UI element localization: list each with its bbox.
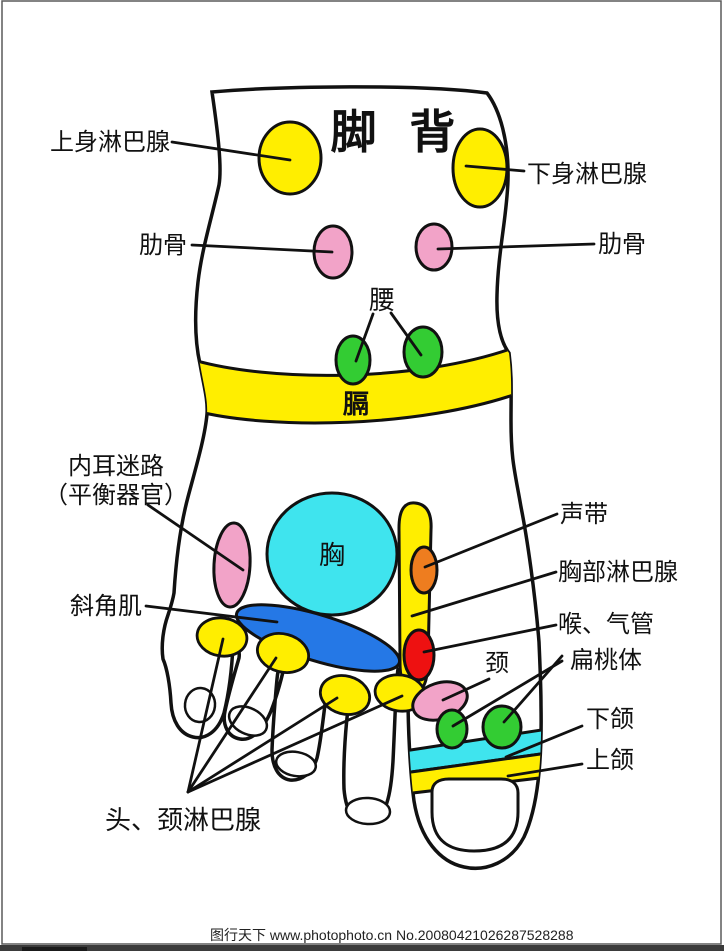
region-waist-right xyxy=(402,325,444,379)
region-head-neck-lymph-pad2 xyxy=(256,632,310,674)
label-upper-body-lymph: 上身淋巴腺 xyxy=(50,129,170,156)
region-head-neck-lymph-pad3 xyxy=(318,674,372,716)
leader-tonsil-left xyxy=(451,659,564,728)
leader-head-neck-lymph-3 xyxy=(186,696,339,794)
leader-head-neck-lymph-4 xyxy=(186,694,404,794)
label-diaphragm: 膈 xyxy=(342,389,369,419)
leader-scalene xyxy=(144,604,279,624)
label-ribs-left: 肋骨 xyxy=(139,232,187,259)
leader-lower-body-lymph xyxy=(464,164,526,173)
bottom-bar xyxy=(0,945,724,951)
region-ribs-right xyxy=(414,222,454,272)
label-tonsils: 扁桃体 xyxy=(570,647,642,674)
label-vocal-cords: 声带 xyxy=(560,501,608,528)
region-inner-ear xyxy=(212,521,252,609)
region-chest xyxy=(265,491,399,617)
page-title: 脚 背 xyxy=(331,106,466,158)
label-scalene-muscle: 斜角肌 xyxy=(70,593,142,620)
region-tonsil-right xyxy=(481,704,523,750)
label-head-neck-lymph: 头、颈淋巴腺 xyxy=(105,805,261,835)
label-inner-ear-line2: （平衡器官） xyxy=(44,482,188,509)
label-ribs-right: 肋骨 xyxy=(598,231,646,258)
leader-head-neck-lymph-1 xyxy=(186,637,225,794)
bottom-bar-smudge xyxy=(22,947,87,951)
label-chest: 胸 xyxy=(319,540,345,570)
label-neck: 颈 xyxy=(485,650,509,677)
leader-inner-ear xyxy=(146,503,245,572)
leader-ribs-right xyxy=(436,242,596,251)
leader-upper-body-lymph xyxy=(170,140,292,162)
region-upper-body-lymph xyxy=(257,120,323,196)
label-throat-trachea: 喉、气管 xyxy=(558,611,654,638)
leader-tonsil-right xyxy=(502,654,564,724)
leader-vocal-cords xyxy=(423,512,559,569)
region-waist-left xyxy=(334,334,372,386)
leader-upper-jaw xyxy=(506,762,584,778)
label-inner-ear-line1: 内耳迷路 xyxy=(68,453,164,480)
leader-chest-lymph xyxy=(410,570,558,618)
label-lower-jaw: 下颌 xyxy=(586,706,634,733)
label-waist: 腰 xyxy=(369,285,395,315)
leader-head-neck-lymph-2 xyxy=(186,656,278,794)
leader-lower-jaw xyxy=(504,724,584,759)
toe1-nail xyxy=(183,686,217,724)
region-throat-trachea xyxy=(402,628,436,682)
label-upper-jaw: 上颌 xyxy=(586,747,634,774)
label-chest-lymph: 胸部淋巴腺 xyxy=(558,559,678,586)
label-lower-body-lymph: 下身淋巴腺 xyxy=(527,161,647,188)
watermark-text: 图行天下 www.photophoto.cn No.20080421026287… xyxy=(210,927,574,943)
leader-waist-left xyxy=(354,312,375,363)
toe3-nail xyxy=(274,750,318,778)
big-toe-nail xyxy=(430,777,520,853)
leader-neck xyxy=(441,677,491,702)
leader-throat-trachea xyxy=(422,623,558,654)
toe4-nail xyxy=(344,796,392,826)
leader-waist-right xyxy=(389,311,423,357)
region-tonsil-left xyxy=(435,708,469,750)
leader-ribs-left xyxy=(190,243,334,254)
region-vocal-cords xyxy=(409,545,439,595)
foot-outline xyxy=(160,85,543,870)
leader-lines xyxy=(144,140,596,794)
